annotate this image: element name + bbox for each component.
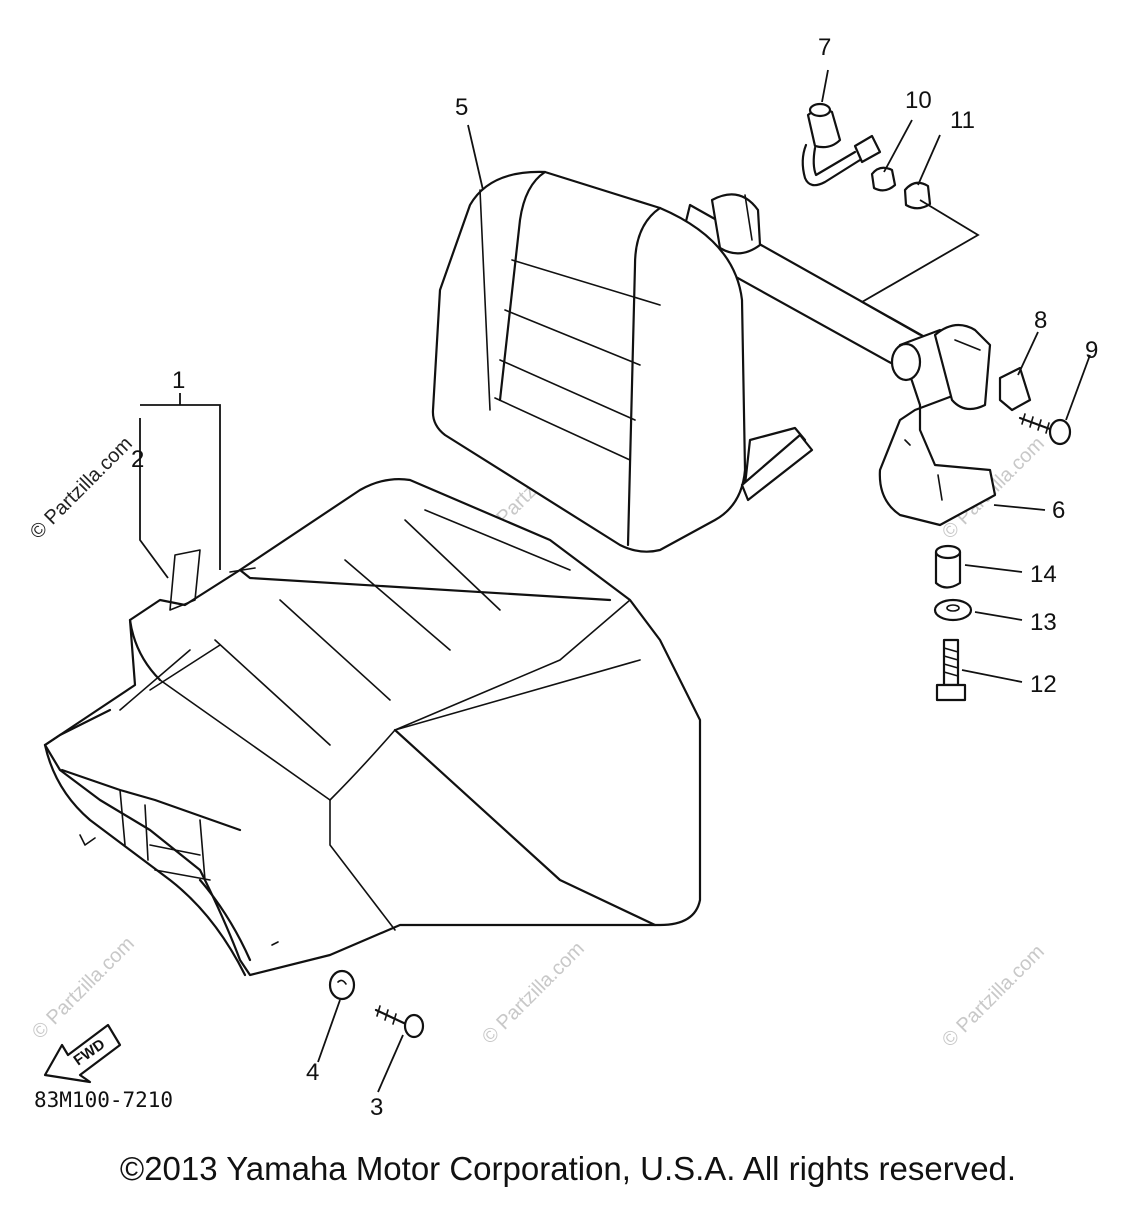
callout-8: 8 bbox=[1034, 307, 1047, 334]
backrest bbox=[431, 170, 747, 553]
watermark-bottom-left: © Partzilla.com bbox=[28, 933, 139, 1044]
callout-11: 11 bbox=[950, 107, 975, 134]
collar-14 bbox=[934, 544, 962, 589]
callout-5: 5 bbox=[455, 94, 468, 121]
callout-6: 6 bbox=[1052, 497, 1065, 524]
grommet-4 bbox=[328, 969, 356, 1001]
clip-8 bbox=[998, 366, 1032, 412]
watermark-bottom-center: © Partzilla.com bbox=[478, 938, 589, 1049]
callout-7: 7 bbox=[818, 34, 831, 61]
callout-2: 2 bbox=[131, 446, 144, 473]
callout-12: 12 bbox=[1030, 671, 1057, 698]
seat bbox=[43, 478, 702, 977]
callout-1: 1 bbox=[172, 367, 185, 394]
callout-13: 13 bbox=[1030, 609, 1057, 636]
callout-14: 14 bbox=[1030, 561, 1057, 588]
screw-9 bbox=[1018, 413, 1072, 446]
screw-3 bbox=[374, 1005, 425, 1039]
callout-9: 9 bbox=[1085, 337, 1098, 364]
watermark-bottom-right: © Partzilla.com bbox=[938, 941, 1049, 1052]
nut-10 bbox=[870, 166, 897, 192]
bolt-12 bbox=[935, 638, 967, 702]
backrest-bracket bbox=[878, 323, 997, 527]
callout-4: 4 bbox=[306, 1059, 319, 1086]
diagram-part-code: 83M100-7210 bbox=[34, 1088, 174, 1112]
lever-cable bbox=[801, 102, 882, 187]
watermark-left: © Partzilla.com bbox=[26, 433, 137, 544]
leader-lines bbox=[139, 69, 1091, 1093]
washer-13 bbox=[933, 598, 973, 622]
callouts: 1 2 3 4 5 6 7 8 9 10 11 12 13 14 bbox=[131, 34, 1098, 1121]
copyright-notice: ©2013 Yamaha Motor Corporation, U.S.A. A… bbox=[119, 1150, 1017, 1187]
rest-rod bbox=[740, 433, 814, 502]
fwd-arrow: FWD bbox=[43, 1023, 122, 1084]
callout-10: 10 bbox=[905, 87, 932, 114]
callout-3: 3 bbox=[370, 1094, 383, 1121]
